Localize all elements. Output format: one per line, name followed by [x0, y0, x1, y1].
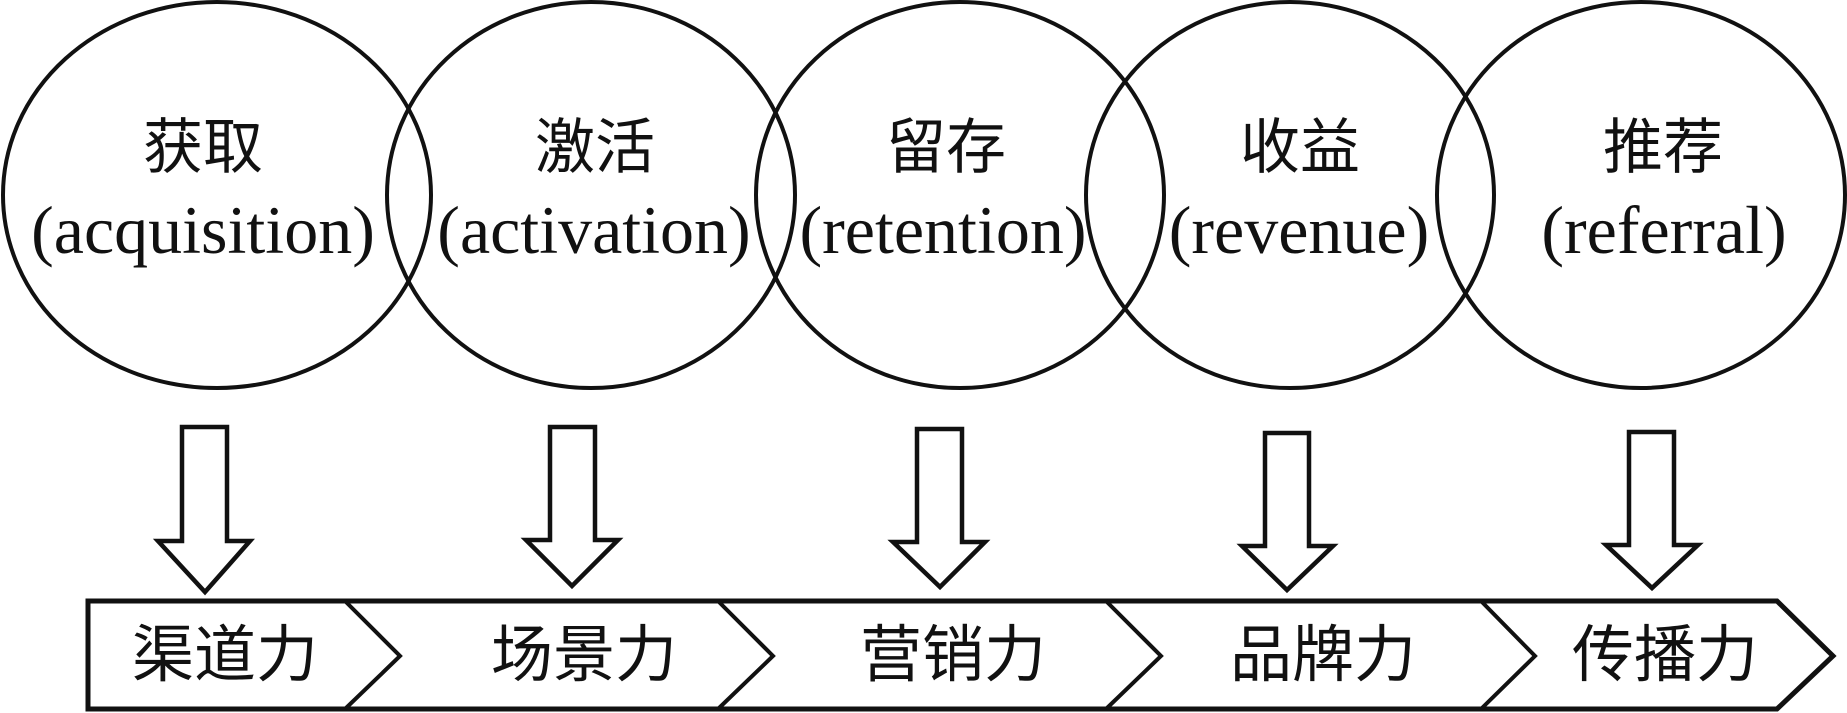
stage-label-cn: 收益 — [1240, 113, 1360, 183]
stage-circle-activation — [385, 0, 797, 390]
stage-label-cn: 留存 — [886, 113, 1006, 183]
down-arrow-icon — [152, 424, 255, 596]
chevron-separator-icon — [716, 599, 776, 711]
stage-label-en: (activation) — [437, 192, 750, 268]
capability-label: 传播力 — [1572, 618, 1758, 691]
down-arrow-icon — [887, 426, 991, 591]
stage-label-cn: 激活 — [535, 113, 655, 183]
stage-circle-referral — [1435, 0, 1847, 390]
capability-label: 场景力 — [491, 618, 677, 691]
capability-label: 品牌力 — [1230, 618, 1416, 691]
stage-circle-retention — [754, 0, 1166, 390]
chevron-separator-icon — [343, 599, 403, 711]
down-arrows — [152, 424, 1704, 596]
chevron-separator-icon — [1104, 599, 1164, 711]
down-arrow-icon — [1236, 430, 1339, 594]
stage-circle-revenue — [1084, 0, 1496, 390]
capability-band: 渠道力 场景力 营销力 品牌力 传播力 — [85, 598, 1837, 712]
down-arrow-icon — [1600, 429, 1704, 592]
down-arrow-icon — [520, 424, 624, 590]
stage-label-cn: 获取 — [143, 113, 263, 183]
stage-label-en: (revenue) — [1169, 192, 1429, 268]
stage-label-en: (acquisition) — [31, 192, 375, 268]
stage-circles — [1, 0, 1847, 390]
stage-labels: 获取 (acquisition) 激活 (activation) 留存 (ret… — [31, 113, 1787, 268]
capability-label: 营销力 — [860, 618, 1046, 691]
band-outline — [85, 598, 1837, 712]
chevron-separator-icon — [1479, 599, 1538, 711]
capability-label: 渠道力 — [132, 618, 318, 691]
stage-circle-acquisition — [1, 0, 433, 390]
stage-label-cn: 推荐 — [1603, 113, 1723, 183]
stage-label-en: (referral) — [1541, 192, 1786, 268]
stage-label-en: (retention) — [800, 192, 1087, 268]
